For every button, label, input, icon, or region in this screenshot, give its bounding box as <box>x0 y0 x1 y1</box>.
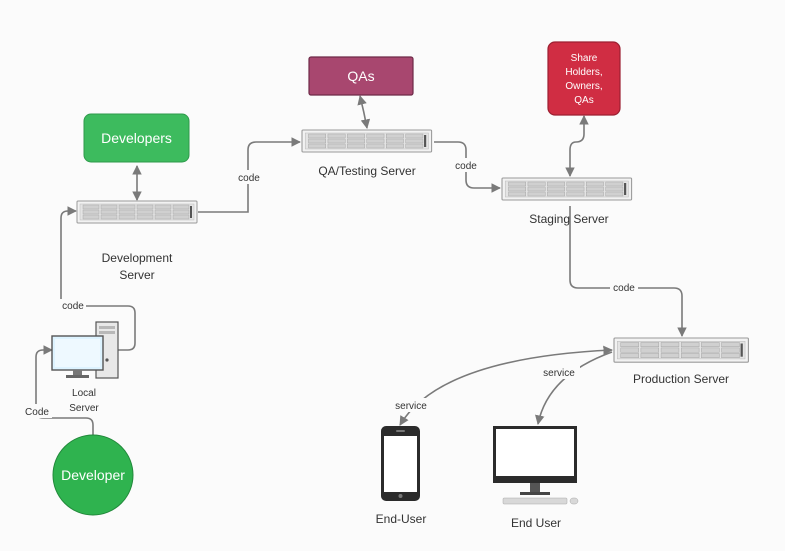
local-server: Local Server <box>51 321 119 414</box>
stakeholders-label-line1: Share <box>571 53 598 64</box>
edge-label-service-phone: service <box>395 401 427 412</box>
smartphone-icon <box>381 426 420 501</box>
end-user-phone-label: End-User <box>376 512 427 526</box>
desktop-computer-icon <box>493 426 579 505</box>
development-server-label-line1: Development <box>102 251 173 265</box>
edge-label-local-to-dev: code <box>62 301 84 312</box>
developer-node: Developer <box>52 434 134 516</box>
stakeholders-label-line4: QAs <box>574 95 593 106</box>
developers-node: Developers <box>83 113 190 163</box>
connector-dev-to-qa <box>198 137 301 213</box>
connector-service-phone <box>399 345 613 426</box>
local-server-label-line1: Local <box>72 388 96 399</box>
qa-testing-server: QA/Testing Server <box>301 129 433 178</box>
connector-service-desktop <box>535 351 613 425</box>
edge-label-qa-to-staging: code <box>455 161 477 172</box>
edge-label-developer-to-local: Code <box>25 407 49 418</box>
qa-testing-server-label: QA/Testing Server <box>318 164 415 178</box>
development-server-label-line2: Server <box>119 268 154 282</box>
developer-label: Developer <box>61 467 125 483</box>
development-server: Development Server <box>76 200 198 282</box>
developers-label: Developers <box>101 130 172 146</box>
stakeholders-label-line2: Holders, <box>565 67 602 78</box>
edge-label-staging-to-prod: code <box>613 283 635 294</box>
end-user-phone: End-User <box>376 426 427 526</box>
end-user-desktop-label: End User <box>511 516 561 530</box>
connector-stakeholders-staging <box>565 115 589 177</box>
connector-local-to-dev <box>60 206 136 351</box>
end-user-desktop: End User <box>493 426 579 530</box>
stakeholders-label-line3: Owners, <box>565 81 602 92</box>
connector-qas-qa-server <box>357 95 371 129</box>
edge-label-dev-to-qa: code <box>238 173 260 184</box>
production-server-label: Production Server <box>633 372 729 386</box>
production-server: Production Server <box>613 337 749 386</box>
staging-server-label: Staging Server <box>529 212 608 226</box>
monitor-icon <box>51 335 104 378</box>
edge-label-service-desktop: service <box>543 368 575 379</box>
qas-label: QAs <box>347 68 374 84</box>
stakeholders-node: Share Holders, Owners, QAs <box>547 41 621 116</box>
qas-node: QAs <box>308 56 414 96</box>
staging-server: Staging Server <box>501 177 633 226</box>
local-server-label-line2: Server <box>69 403 99 414</box>
